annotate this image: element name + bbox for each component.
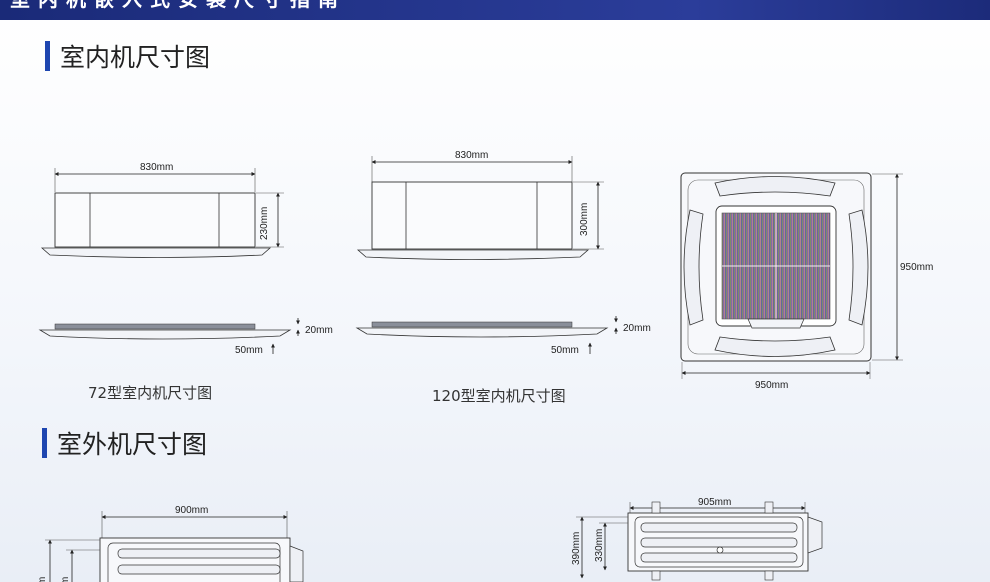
model72-height-label: 230mm [259, 207, 270, 240]
indoor-title-text: 室内机尺寸图 [60, 43, 211, 72]
section-bar-icon [45, 41, 50, 71]
outdoor-right-width-label: 905mm [698, 497, 731, 508]
model120-width-label: 830mm [455, 150, 488, 161]
model72-width-label: 830mm [140, 162, 173, 173]
outdoor-unit-left [45, 511, 304, 582]
model72-panel-side [38, 318, 300, 354]
outdoor-left-height-inner-label: 730mm [60, 577, 71, 582]
outdoor-left-width-label: 900mm [175, 505, 208, 516]
model72-front-view [40, 168, 284, 258]
model72-panel-thickness-label: 20mm [305, 325, 333, 336]
panel-height-label: 950mm [900, 262, 933, 273]
outdoor-left-height-outer-label: 790mm [37, 577, 48, 582]
model120-front-view [356, 156, 604, 260]
model72-edge-label: 50mm [235, 345, 263, 356]
caption-model72: 72型室内机尺寸图 [88, 384, 213, 402]
section-title-indoor: 室内机尺寸图 [45, 38, 210, 74]
cassette-panel-top-view [680, 172, 903, 379]
banner-text: 室内机嵌入式安装尺寸指南 [10, 0, 346, 11]
top-banner: 室内机嵌入式安装尺寸指南 [0, 0, 990, 20]
model120-edge-label: 50mm [551, 345, 579, 356]
caption-model120: 120型室内机尺寸图 [432, 387, 566, 405]
section-title-outdoor: 室外机尺寸图 [42, 425, 207, 461]
outdoor-title-text: 室外机尺寸图 [57, 430, 208, 459]
outdoor-right-height-inner-label: 330mm [594, 529, 605, 562]
model120-height-label: 300mm [579, 203, 590, 236]
model120-panel-side [355, 316, 618, 354]
section-bar-icon [42, 428, 47, 458]
outdoor-unit-right [576, 501, 823, 581]
model120-panel-thickness-label: 20mm [623, 323, 651, 334]
outdoor-right-height-outer-label: 390mm [571, 532, 582, 565]
panel-width-label: 950mm [755, 380, 788, 391]
